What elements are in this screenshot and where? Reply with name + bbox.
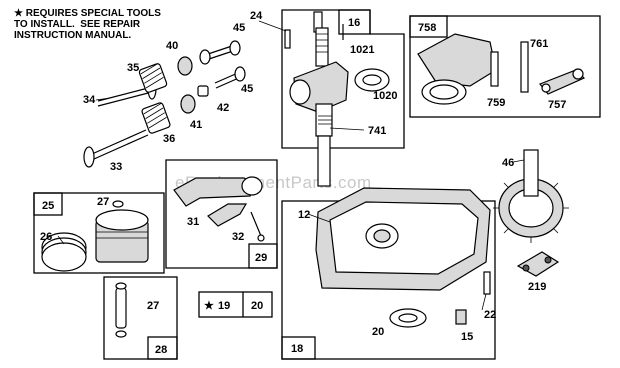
crankshaft-frame-tab	[338, 9, 371, 35]
leader-26	[57, 235, 65, 245]
piston-frame-tab	[33, 192, 63, 216]
label-741: 741	[368, 125, 386, 137]
label-758: 758	[418, 22, 436, 34]
valve-keeper-42	[197, 85, 209, 97]
label-24: 24	[250, 10, 263, 22]
piston-frame	[33, 192, 165, 274]
plug-15	[455, 309, 467, 325]
spring-retainer-41	[180, 94, 196, 114]
leader-12	[307, 213, 331, 223]
key-24	[284, 29, 291, 49]
special-tools-note: ★ REQUIRES SPECIAL TOOLS TO INSTALL. SEE…	[14, 8, 161, 41]
label-12: 12	[298, 209, 310, 221]
seal-1020	[354, 68, 390, 92]
label-20-box: 20	[251, 300, 263, 312]
label-25: 25	[42, 200, 54, 212]
shaft-759	[490, 51, 499, 87]
valve-spring-35	[138, 62, 168, 93]
label-18: 18	[291, 343, 303, 355]
crankshaft-741	[289, 11, 349, 187]
label-19: 19	[218, 300, 230, 312]
sump-12	[315, 187, 491, 291]
label-219: 219	[528, 281, 546, 293]
label-29: 29	[255, 252, 267, 264]
pin-frame-tab	[147, 336, 178, 360]
label-761: 761	[530, 38, 548, 50]
label-45-lower: 45	[241, 83, 253, 95]
retainer-27-upper	[112, 200, 124, 208]
bolt-22	[483, 271, 491, 295]
spring-retainer-40	[177, 56, 193, 76]
leader-22	[481, 293, 487, 311]
counterweight-758	[417, 33, 497, 105]
piston-pin-28	[115, 287, 127, 329]
leader-741	[329, 127, 365, 131]
balancer-frame	[409, 15, 601, 118]
label-22: 22	[484, 309, 496, 321]
label-759: 759	[487, 97, 505, 109]
label-45-upper: 45	[233, 22, 245, 34]
valve-tappet-45-upper	[199, 40, 241, 65]
note-line-1: REQUIRES SPECIAL TOOLS	[25, 8, 161, 19]
shaft-761	[520, 41, 529, 93]
label-31: 31	[187, 216, 199, 228]
connecting-rod-frame-tab	[248, 243, 278, 269]
balancer-frame-tab	[409, 15, 448, 38]
leader-24	[258, 20, 287, 32]
label-27-upper: 27	[97, 196, 109, 208]
governor-219	[516, 251, 560, 277]
retainer-27-lower	[115, 282, 127, 338]
rod-cap-31	[207, 203, 248, 227]
star-19-icon: ★	[204, 300, 214, 312]
leader-34	[95, 97, 111, 101]
pin-frame	[103, 276, 178, 360]
piston-25	[95, 209, 149, 263]
label-42: 42	[217, 102, 229, 114]
label-32: 32	[232, 231, 244, 243]
label-34: 34	[83, 94, 96, 106]
label-757: 757	[548, 99, 566, 111]
label-16: 16	[348, 17, 360, 29]
label-20: 20	[372, 326, 384, 338]
note-line-3: INSTRUCTION MANUAL.	[14, 30, 132, 41]
valve-tappet-45-lower	[214, 66, 246, 89]
label-1021: 1021	[350, 44, 374, 56]
label-36: 36	[163, 133, 175, 145]
label-26: 26	[40, 231, 52, 243]
piston-ring-set-26	[41, 232, 87, 272]
note-line-2: TO INSTALL. SEE REPAIR	[14, 19, 141, 30]
seal-20	[389, 308, 427, 328]
leader-46	[512, 159, 525, 163]
connecting-rod-31	[173, 176, 263, 207]
valve-spring-36	[141, 102, 171, 134]
sump-frame-tab	[281, 336, 316, 360]
label-33: 33	[110, 161, 122, 173]
label-1020: 1020	[373, 90, 397, 102]
label-28: 28	[155, 344, 167, 356]
label-41: 41	[190, 119, 202, 131]
star-icon: ★	[14, 8, 23, 19]
exhaust-valve-33	[83, 129, 149, 168]
label-46: 46	[502, 157, 514, 169]
gasket-frame	[198, 291, 273, 318]
rod-bolt-32	[250, 211, 265, 242]
label-15: 15	[461, 331, 473, 343]
camshaft-gear-46	[493, 149, 569, 243]
label-27-lower: 27	[147, 300, 159, 312]
link-757	[539, 68, 586, 95]
label-40: 40	[166, 40, 178, 52]
label-35: 35	[127, 62, 139, 74]
